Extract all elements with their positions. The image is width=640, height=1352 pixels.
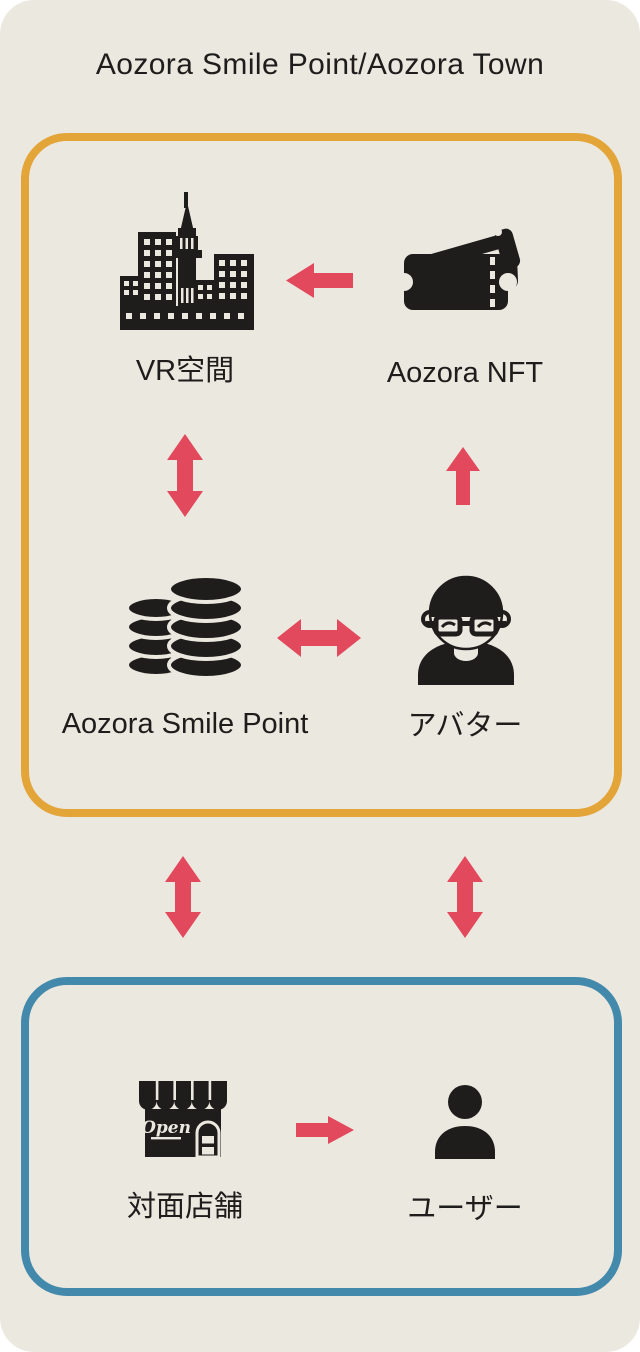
store-open-sign: Open <box>141 1118 191 1138</box>
virtual-world-box <box>21 133 622 817</box>
arrow-horizontal-double-icon <box>277 619 361 657</box>
box-link-arrow-right-icon <box>447 856 483 938</box>
ticket-icon <box>402 226 524 310</box>
arrow-left-icon <box>286 263 353 298</box>
store-label: 対面店舗 <box>126 1191 243 1223</box>
real-world-box <box>21 977 622 1296</box>
user-icon <box>427 1083 503 1159</box>
arrow-right-icon <box>296 1116 354 1144</box>
arrow-up-icon <box>446 447 480 505</box>
arrow-vertical-double-icon <box>167 434 203 517</box>
aozora-nft-label: Aozora NFT <box>386 357 544 389</box>
avatar-icon <box>410 573 522 685</box>
user-label: ユーザー <box>407 1193 523 1225</box>
vr-space-label: VR空間 <box>135 355 235 387</box>
smile-point-label: Aozora Smile Point <box>61 708 309 740</box>
box-link-arrow-left-icon <box>165 856 201 938</box>
avatar-label: アバター <box>407 710 523 742</box>
storefront-icon: Open <box>136 1079 230 1159</box>
city-icon <box>118 188 256 330</box>
coins-icon <box>120 566 246 682</box>
diagram-title: Aozora Smile Point/Aozora Town <box>95 48 545 81</box>
